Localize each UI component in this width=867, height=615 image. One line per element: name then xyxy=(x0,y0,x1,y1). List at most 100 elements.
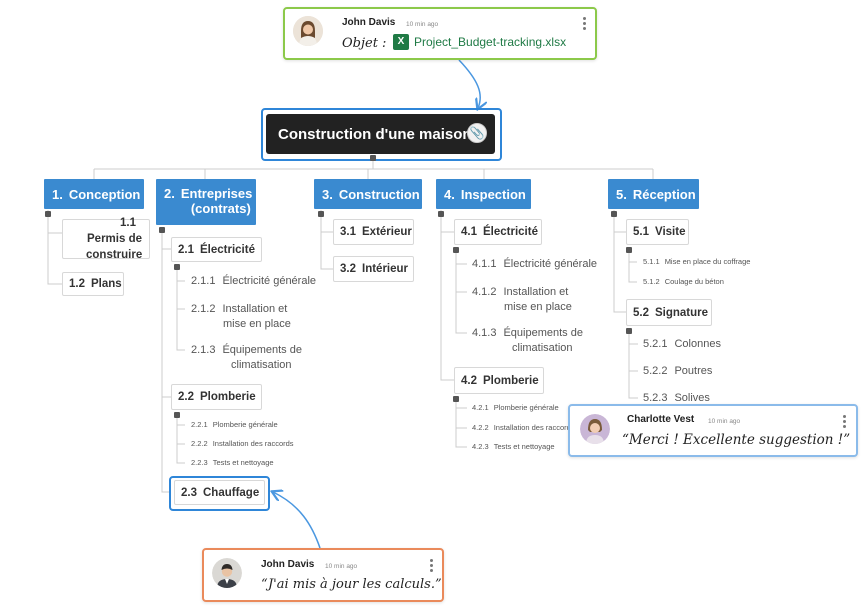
comment-card-attachment[interactable]: John Davis 10 min ago Objet : X Project_… xyxy=(283,7,597,60)
collapse-marker[interactable] xyxy=(174,412,180,418)
leaf-label: Solives xyxy=(674,392,710,404)
leaf-label: Installation des raccords xyxy=(493,423,575,432)
leaf-num: 4.1.3 xyxy=(472,327,497,339)
avatar xyxy=(212,558,242,588)
comment-text: “J'ai mis à jour les calculs.” xyxy=(261,577,442,592)
more-options-icon[interactable] xyxy=(843,415,847,430)
comment-time: 10 min ago xyxy=(708,418,741,425)
leaf-num: 4.2.1 xyxy=(472,403,489,412)
leaf-label: Tests et nettoyage xyxy=(212,458,274,467)
leaf-num: 2.1.1 xyxy=(191,275,216,287)
subtopic-num: 1.2 xyxy=(69,278,85,290)
root-topic[interactable]: Construction d'une maison 📎 xyxy=(266,114,495,154)
subtopic-2-2[interactable]: 2.2 Plomberie xyxy=(171,384,262,410)
leaf-label-line2: climatisation xyxy=(512,342,573,354)
subtopic-num: 2.3 xyxy=(181,486,197,499)
subtopic-num: 3.2 xyxy=(340,263,356,275)
collapse-marker[interactable] xyxy=(159,227,165,233)
more-options-icon[interactable] xyxy=(430,559,434,574)
subtopic-2-1[interactable]: 2.1 Électricité xyxy=(171,237,262,262)
leaf-label: Mise en place du coffrage xyxy=(664,257,751,266)
topic-conception[interactable]: 1. Conception xyxy=(44,179,144,209)
leaf-num: 2.2.3 xyxy=(191,458,208,467)
topic-inspection[interactable]: 4. Inspection xyxy=(436,179,531,209)
subtopic-num: 2.2 xyxy=(178,391,194,403)
subtopic-4-1[interactable]: 4.1 Électricité xyxy=(454,219,542,245)
comment-card-charlotte[interactable]: Charlotte Vest 10 min ago “Merci ! Excel… xyxy=(568,404,858,457)
avatar xyxy=(293,16,323,46)
subtopic-4-2[interactable]: 4.2 Plomberie xyxy=(454,367,544,394)
connector-sub-2-2 xyxy=(176,413,185,464)
subtopic-1-2[interactable]: 1.2 Plans xyxy=(62,272,124,296)
topic-num: 5. xyxy=(616,186,627,202)
collapse-marker[interactable] xyxy=(438,211,444,217)
collapse-marker[interactable] xyxy=(45,211,51,217)
connector-sub-4-1 xyxy=(455,248,467,334)
subtopic-5-2[interactable]: 5.2 Signature xyxy=(626,299,712,326)
leaf-5-2-3[interactable]: 5.2.3 Solives xyxy=(643,391,710,406)
leaf-label-line2: mise en place xyxy=(223,318,291,330)
comment-card-update[interactable]: John Davis 10 min ago “J'ai mis à jour l… xyxy=(202,548,444,602)
avatar xyxy=(580,414,610,444)
collapse-marker[interactable] xyxy=(370,155,376,161)
more-options-icon[interactable] xyxy=(583,17,587,32)
subtopic-num: 4.2 xyxy=(461,374,477,387)
leaf-label-line2: climatisation xyxy=(231,359,292,371)
connector-topic-5 xyxy=(613,210,626,313)
collapse-marker[interactable] xyxy=(611,211,617,217)
leaf-2-2-3[interactable]: 2.2.3 Tests et nettoyage xyxy=(191,458,274,468)
leaf-label-line2: mise en place xyxy=(504,301,572,313)
collapse-marker[interactable] xyxy=(626,247,632,253)
topic-reception[interactable]: 5. Réception xyxy=(608,179,699,209)
subtopic-1-1[interactable]: 1.1Permis de construire xyxy=(62,217,150,261)
connector-sub-5-1 xyxy=(628,248,637,283)
subtopic-3-2[interactable]: 3.2 Intérieur xyxy=(333,256,414,282)
root-title: Construction d'une maison xyxy=(278,125,472,143)
connector-topic-1 xyxy=(47,210,62,285)
subtopic-3-1[interactable]: 3.1 Extérieur xyxy=(333,219,414,245)
comment-prefix: Objet : xyxy=(342,36,387,51)
topic-entreprises[interactable]: 2. Entreprises (contrats) xyxy=(156,179,256,225)
leaf-num: 5.2.3 xyxy=(643,392,668,404)
attachment-link[interactable]: Project_Budget-tracking.xlsx xyxy=(414,35,567,49)
connector-topic-4 xyxy=(440,210,454,381)
subtopic-2-3[interactable]: 2.3 Chauffage xyxy=(174,480,265,505)
comment-time: 10 min ago xyxy=(325,563,358,570)
topic-num: 2. xyxy=(164,186,175,201)
subtopic-5-1[interactable]: 5.1 Visite xyxy=(626,219,689,245)
collapse-marker[interactable] xyxy=(174,264,180,270)
leaf-num: 2.1.3 xyxy=(191,344,216,356)
comment-author: Charlotte Vest xyxy=(627,414,695,425)
collapse-marker[interactable] xyxy=(453,247,459,253)
collapse-marker[interactable] xyxy=(318,211,324,217)
subtopic-label: Visite xyxy=(655,226,686,238)
comment-arrow-top xyxy=(458,59,480,108)
topic-construction[interactable]: 3. Construction xyxy=(314,179,422,209)
comment-author: John Davis xyxy=(261,559,315,570)
comment-time: 10 min ago xyxy=(406,21,439,28)
comment-author: John Davis xyxy=(342,17,396,28)
subtopic-label: Extérieur xyxy=(362,226,412,238)
paperclip-icon[interactable]: 📎 xyxy=(467,123,487,143)
collapse-marker[interactable] xyxy=(626,328,632,334)
leaf-label-line1: Installation et xyxy=(222,303,288,315)
collapse-marker[interactable] xyxy=(453,396,459,402)
subtopic-label: Plomberie xyxy=(483,374,539,387)
topic-label: Réception xyxy=(632,186,696,202)
leaf-label: Installation des raccords xyxy=(212,439,294,448)
